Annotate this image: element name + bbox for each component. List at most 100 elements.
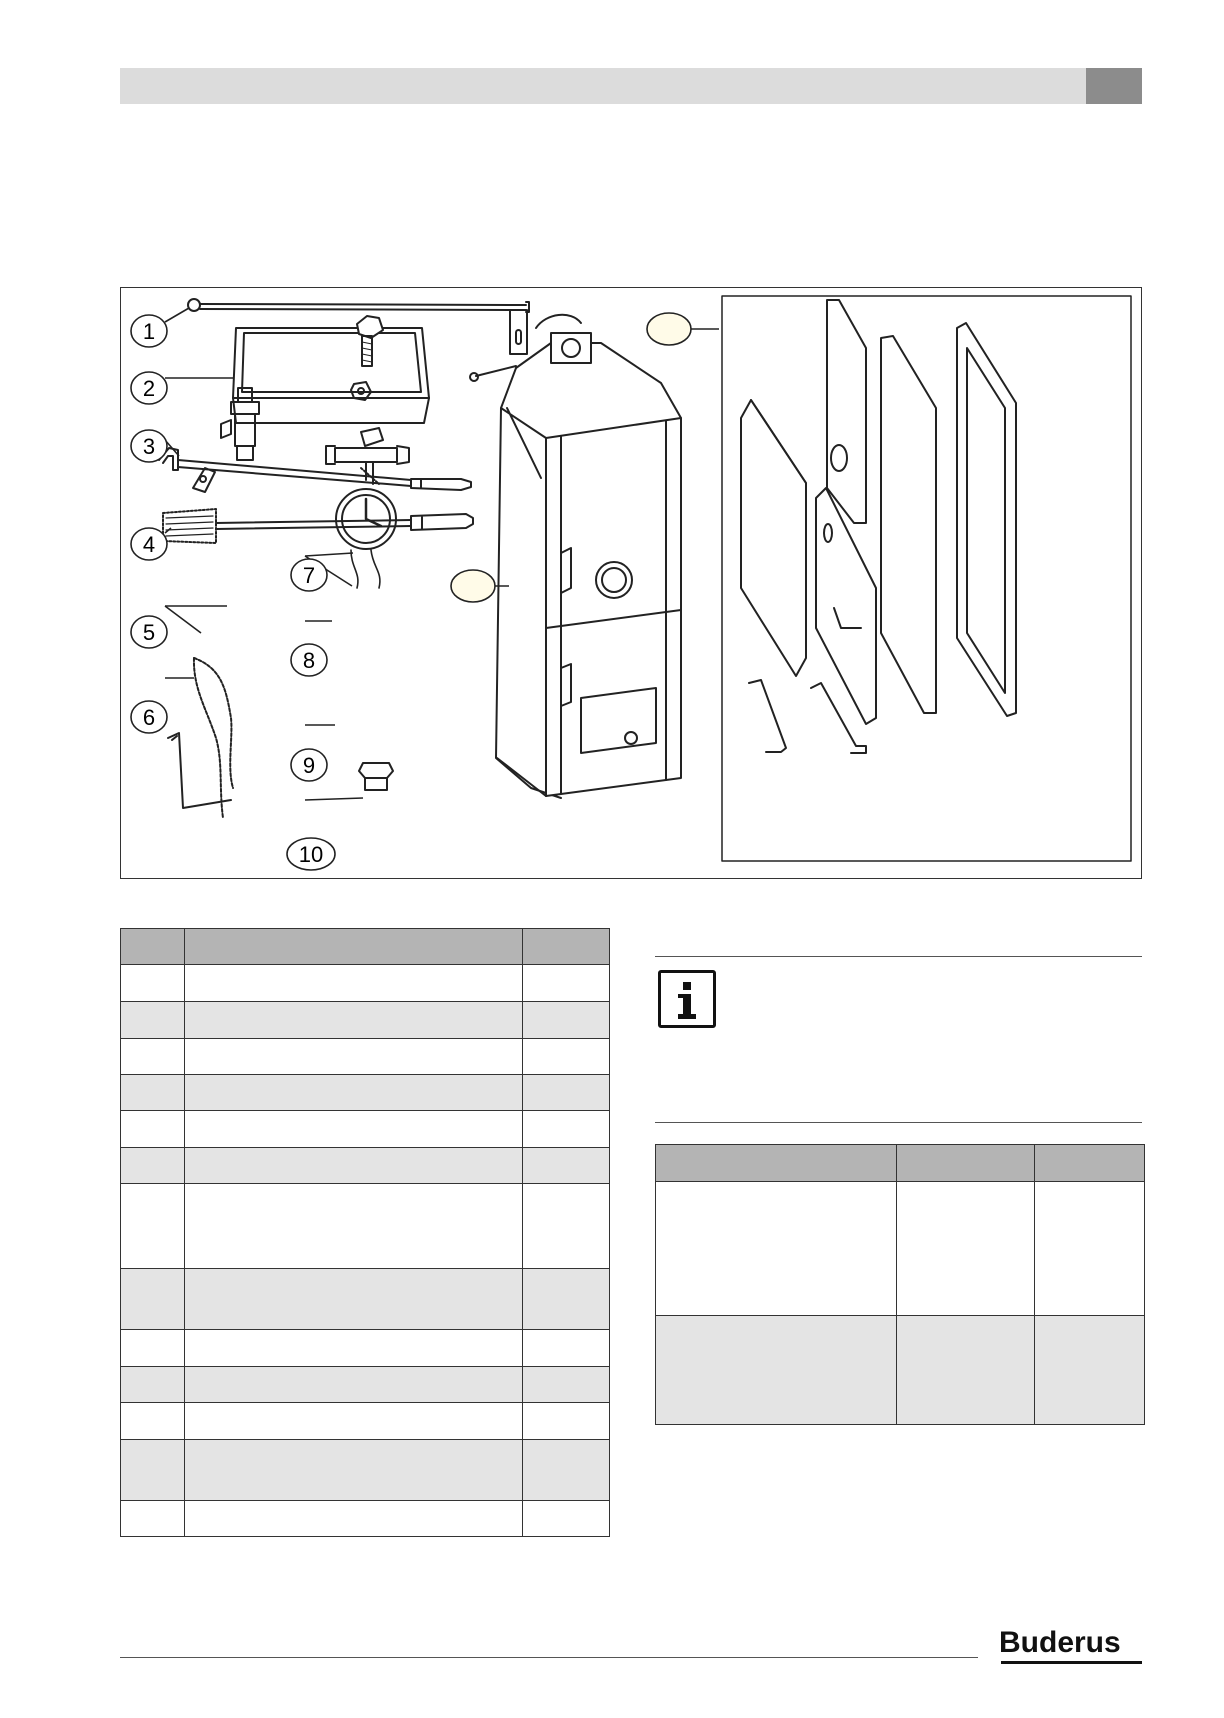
table-cell — [184, 1001, 523, 1039]
delivery-scope-figure: 1 2 3 4 5 6 7 — [120, 287, 1142, 879]
table-row — [120, 1183, 610, 1269]
table-cell — [120, 1183, 185, 1269]
sealing-plug — [358, 762, 394, 791]
footer-rule — [120, 1657, 978, 1658]
header-cell-quantity — [522, 928, 610, 965]
header-cell-3 — [1034, 1144, 1145, 1182]
table-cell — [120, 1402, 185, 1440]
fire-hook — [158, 447, 472, 491]
table-row — [120, 1001, 610, 1039]
callout-8: 8 — [290, 643, 328, 677]
valve-assembly — [192, 387, 260, 493]
table-cell — [184, 1329, 523, 1367]
table-cell — [896, 1181, 1035, 1316]
table-cell — [655, 1181, 897, 1316]
table-row — [120, 1366, 610, 1403]
table-cell — [184, 964, 523, 1002]
table-cell — [184, 1500, 523, 1537]
callout-1: 1 — [130, 314, 168, 348]
table-cell — [120, 1001, 185, 1039]
insulation-panels — [740, 299, 1017, 754]
table-cell — [522, 1402, 610, 1440]
callout-7: 7 — [290, 558, 328, 592]
table-row — [655, 1315, 1145, 1425]
svg-text:6: 6 — [143, 705, 155, 730]
table-cell — [184, 1402, 523, 1440]
info-icon — [658, 970, 716, 1028]
callout-4: 4 — [130, 527, 168, 561]
chain-and-allen-key — [167, 657, 234, 819]
table-row — [655, 1181, 1145, 1316]
table-cell — [522, 1038, 610, 1075]
dimensions-table — [655, 1144, 1145, 1425]
table-cell — [522, 1500, 610, 1537]
header-cell-component — [184, 928, 523, 965]
callout-boiler — [450, 569, 496, 603]
svg-text:10: 10 — [299, 842, 323, 867]
poker-rod — [187, 298, 530, 355]
svg-text:2: 2 — [143, 376, 155, 401]
ash-tray — [232, 327, 430, 424]
table-cell — [120, 1500, 185, 1537]
bolt-and-nut — [350, 315, 384, 401]
thermometer-gauge — [335, 488, 397, 589]
table-cell — [522, 1329, 610, 1367]
table-row — [120, 1268, 610, 1330]
table-cell — [522, 1366, 610, 1403]
callout-10: 10 — [286, 837, 336, 871]
table-cell — [655, 1315, 897, 1425]
parts-table — [120, 928, 610, 1537]
svg-text:4: 4 — [143, 532, 155, 557]
table-cell — [522, 1183, 610, 1269]
callout-insulation — [646, 312, 692, 346]
callout-6: 6 — [130, 700, 168, 734]
table-cell — [184, 1183, 523, 1269]
note-rule-top — [655, 956, 1142, 957]
table-row — [120, 1402, 610, 1440]
table-cell — [120, 1110, 185, 1148]
table-row — [120, 1147, 610, 1184]
table-cell — [522, 964, 610, 1002]
table-cell — [1034, 1315, 1145, 1425]
table-cell — [184, 1439, 523, 1501]
table-cell — [184, 1147, 523, 1184]
header-page-tab — [1086, 68, 1142, 104]
table-cell — [120, 1147, 185, 1184]
svg-text:3: 3 — [143, 434, 155, 459]
header-cell-2 — [896, 1144, 1035, 1182]
brand-logo-underline — [1001, 1661, 1142, 1664]
table-row — [120, 1038, 610, 1075]
svg-text:5: 5 — [143, 620, 155, 645]
drain-tap — [325, 427, 410, 485]
table-cell — [120, 964, 185, 1002]
table-cell — [184, 1366, 523, 1403]
cleaning-brush — [162, 508, 474, 544]
parts-table-header — [120, 928, 610, 965]
table-cell — [522, 1439, 610, 1501]
table-cell — [120, 1268, 185, 1330]
brand-logo: Buderus — [999, 1626, 1121, 1659]
boiler-body — [469, 313, 682, 799]
table-cell — [120, 1038, 185, 1075]
table-row — [120, 964, 610, 1002]
callout-2: 2 — [130, 371, 168, 405]
table-cell — [120, 1329, 185, 1367]
table-cell — [1034, 1181, 1145, 1316]
table-cell — [120, 1074, 185, 1111]
callout-bubbles: 1 2 3 4 5 6 7 — [130, 312, 692, 871]
dimensions-table-header — [655, 1144, 1145, 1182]
table-cell — [896, 1315, 1035, 1425]
table-cell — [522, 1001, 610, 1039]
table-cell — [522, 1110, 610, 1148]
table-cell — [184, 1038, 523, 1075]
table-row — [120, 1439, 610, 1501]
table-row — [120, 1074, 610, 1111]
table-cell — [522, 1074, 610, 1111]
table-cell — [522, 1147, 610, 1184]
table-row — [120, 1500, 610, 1537]
callout-9: 9 — [290, 748, 328, 782]
table-cell — [120, 1439, 185, 1501]
svg-text:7: 7 — [303, 563, 315, 588]
callout-5: 5 — [130, 615, 168, 649]
table-row — [120, 1110, 610, 1148]
